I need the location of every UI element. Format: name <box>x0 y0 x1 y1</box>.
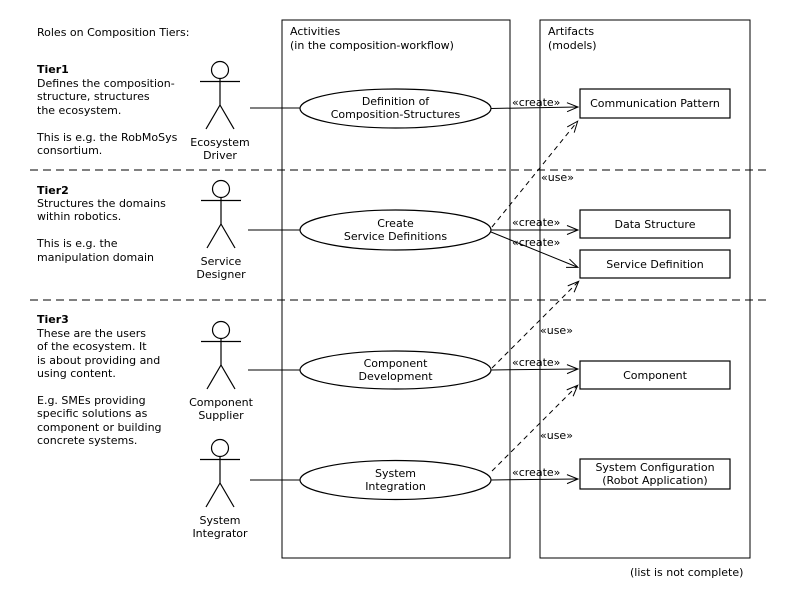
edge-label-use-communication-pattern: «use» <box>541 171 574 184</box>
edge-label-use-service-definition: «use» <box>540 324 573 337</box>
edge-label-create-data-structure: «create» <box>512 216 561 229</box>
artifact-box-system-configuration <box>579 458 731 490</box>
actor-label-component-supplier: Component Supplier <box>189 396 253 423</box>
page-title: Roles on Composition Tiers: <box>37 26 190 39</box>
edge-label-create-communication-pattern: «create» <box>512 96 561 109</box>
edge-label-create-service-definition: «create» <box>512 236 561 249</box>
use-arrow-component <box>491 384 579 472</box>
artifact-box-service-definition <box>579 249 731 279</box>
activity-ellipse-create-service-definitions <box>299 209 492 251</box>
create-arrow-communication-pattern <box>490 102 580 113</box>
actor-figure-service-designer <box>201 179 241 249</box>
use-arrow-service-definition <box>491 280 580 369</box>
artifacts-column-title: Artifacts <box>548 25 595 38</box>
actor-label-service-designer: Service Designer <box>196 255 246 282</box>
create-arrow-system-configuration <box>490 474 580 485</box>
actor-head <box>210 60 230 80</box>
actor-figure-ecosystem-driver <box>200 60 240 130</box>
tier1-description: Defines the composition- structure, stru… <box>37 77 178 158</box>
create-arrow-component <box>490 364 580 375</box>
artifact-label-data-structure: Data Structure <box>614 217 696 231</box>
artifact-label-communication-pattern: Communication Pattern <box>590 97 720 110</box>
actor-label-ecosystem-driver: Ecosystem Driver <box>190 136 250 163</box>
activity-label-component-development: Component Development <box>358 356 433 383</box>
actor-figure-system-integrator <box>200 438 240 508</box>
activities-column-box <box>281 19 511 559</box>
activity-ellipse-system-integration <box>299 459 492 501</box>
edge-label-create-system-configuration: «create» <box>512 466 561 479</box>
use-arrow-communication-pattern <box>491 120 579 228</box>
tier2-name: Tier2 <box>37 184 69 197</box>
artifact-box-communication-pattern <box>579 88 731 119</box>
artifacts-column-subtitle: (models) <box>548 38 597 52</box>
artifact-label-component: Component <box>623 368 687 382</box>
create-arrow-service-definition <box>490 231 580 268</box>
activities-column-title: Activities <box>290 25 341 38</box>
activity-ellipse-component-development <box>299 350 492 390</box>
artifact-label-service-definition: Service Definition <box>606 257 704 271</box>
actor-head <box>211 179 231 199</box>
artifact-box-data-structure <box>579 209 731 239</box>
activity-label-definition-of-composition-structures: Definition of Composition-Structures <box>330 95 461 122</box>
activity-ellipse-definition-of-composition-structures <box>299 88 492 129</box>
activities-column-subtitle: (in the composition-workflow) <box>290 38 454 52</box>
tier2-description: Structures the domains within robotics. … <box>37 197 166 264</box>
activity-label-create-service-definitions: Create Service Definitions <box>343 216 448 243</box>
artifact-label-system-configuration: System Configuration (Robot Application) <box>595 460 715 487</box>
activity-label-system-integration: System Integration <box>365 466 426 493</box>
actor-figure-component-supplier <box>201 320 241 390</box>
tier3-description: These are the users of the ecosystem. It… <box>37 327 162 448</box>
edge-label-use-component: «use» <box>540 429 573 442</box>
tier3-name: Tier3 <box>37 313 69 326</box>
artifact-box-component <box>579 360 731 390</box>
footnote: (list is not complete) <box>630 566 744 579</box>
tier1-name: Tier1 <box>37 63 69 76</box>
edge-label-create-component: «create» <box>512 356 561 369</box>
actor-label-system-integrator: System Integrator <box>192 514 248 541</box>
artifacts-column-box <box>539 19 751 559</box>
